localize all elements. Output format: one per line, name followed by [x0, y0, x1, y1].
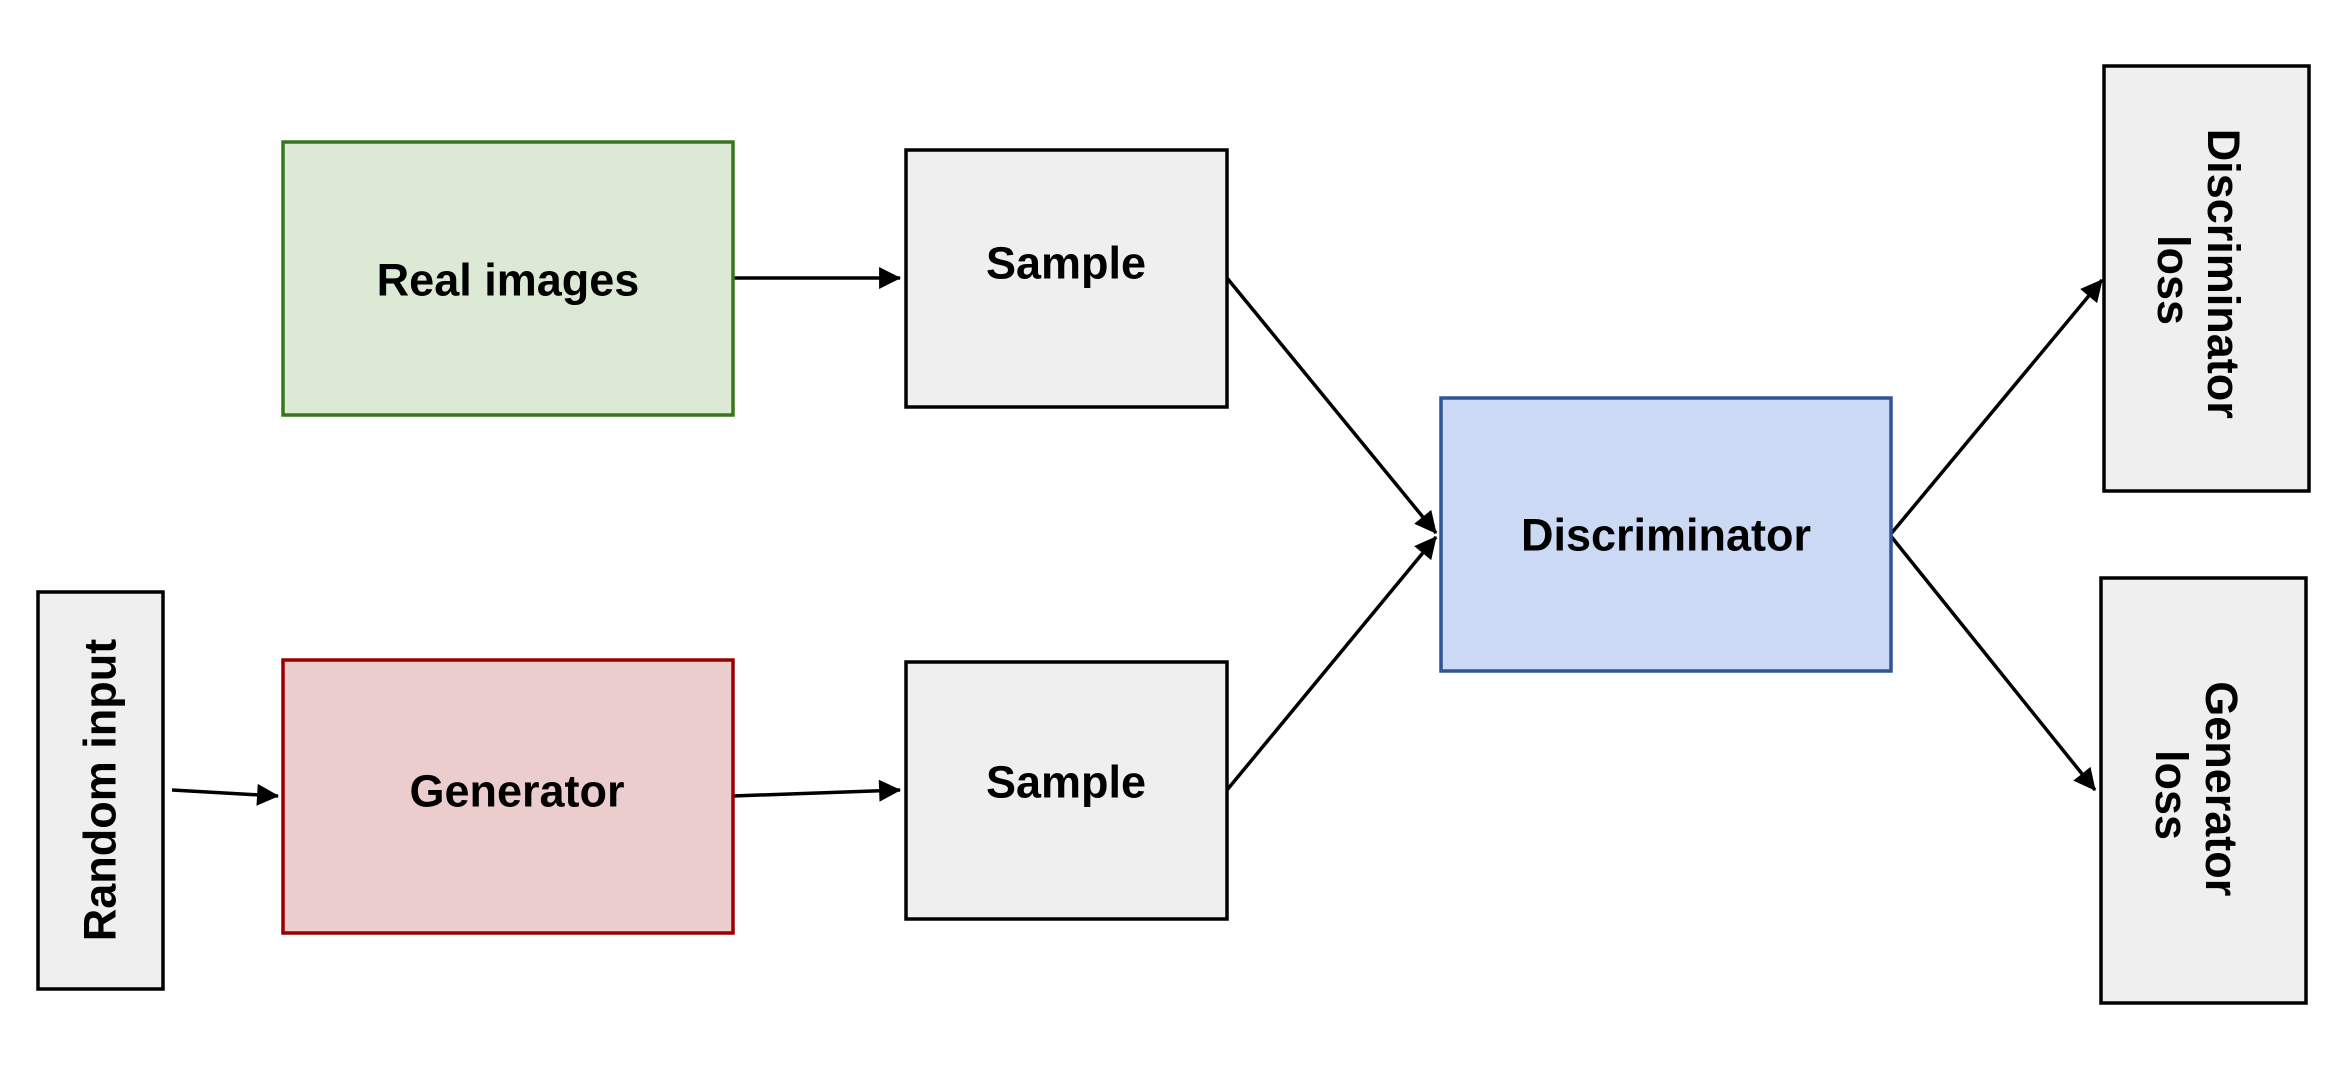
- node-sample-real: Sample: [904, 148, 1229, 409]
- node-real-images: Real images: [281, 140, 735, 417]
- sample-real-label: Sample: [986, 238, 1146, 289]
- discriminator-loss-box: [2102, 64, 2311, 493]
- edge-generator-to-sample: [732, 779, 902, 802]
- random-input-box: [36, 590, 165, 991]
- edge-random-input-to-generator: [171, 783, 280, 806]
- generator-loss-label: Generator loss: [2147, 681, 2248, 909]
- node-random-input: Random input: [36, 590, 165, 991]
- real-images-box: [281, 140, 735, 417]
- node-discriminator-loss: Discriminator loss: [2102, 64, 2311, 493]
- discriminator-loss-line-1: Discriminator: [2199, 129, 2250, 419]
- edge-sample-real-to-discriminator: [1225, 276, 1438, 535]
- sample-fake-box: [904, 660, 1229, 921]
- node-discriminator: Discriminator: [1439, 396, 1893, 673]
- generator-loss-line-2: loss: [2147, 750, 2198, 840]
- discriminator-loss-line-2: loss: [2149, 235, 2200, 325]
- sample-fake-label: Sample: [986, 757, 1146, 808]
- edges: [171, 267, 2104, 806]
- node-generator: Generator: [281, 658, 735, 935]
- node-sample-fake: Sample: [904, 660, 1229, 921]
- real-images-label: Real images: [377, 255, 640, 306]
- generator-loss-line-1: Generator: [2197, 681, 2248, 896]
- discriminator-loss-label: Discriminator loss: [2149, 129, 2250, 432]
- generator-box: [281, 658, 735, 935]
- generator-label: Generator: [409, 766, 624, 817]
- generator-loss-box: [2099, 576, 2308, 1005]
- edge-sample-fake-to-discriminator: [1225, 535, 1438, 792]
- node-generator-loss: Generator loss: [2099, 576, 2308, 1005]
- discriminator-box: [1439, 396, 1893, 673]
- edge-discriminator-to-discriminator-loss: [1888, 278, 2104, 537]
- discriminator-label: Discriminator: [1521, 510, 1811, 561]
- random-input-label: Random input: [75, 639, 126, 941]
- edge-discriminator-to-generator-loss: [1888, 533, 2097, 792]
- sample-real-box: [904, 148, 1229, 409]
